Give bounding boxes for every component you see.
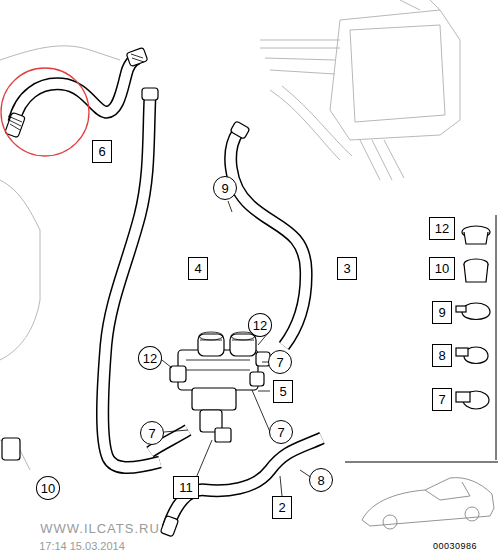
callout-number: 6 [92,140,112,163]
callout-number: 7 [140,421,164,445]
callout-number: 12 [248,313,272,337]
callout-number: 12 [138,346,162,370]
callout-number: 7 [269,420,293,444]
callout-number: 10 [429,257,455,280]
callout-number: 2 [272,496,292,519]
callout-number: 8 [309,468,333,492]
callout-number: 10 [36,476,60,500]
callout-number: 3 [337,257,357,280]
callout-number: 4 [188,257,208,280]
callout-number: 5 [273,380,293,403]
callout-number: 7 [268,350,292,374]
callout-number: 9 [213,176,237,200]
callout-number: 7 [432,388,452,411]
callout-number: 12 [429,217,455,240]
callout-number: 8 [432,344,452,367]
watermark: WWW.ILCATS.RU [40,522,160,535]
callout-number: 9 [432,301,452,324]
drawing-code: 00030986 [433,542,477,551]
timestamp: 17:14 15.03.2014 [39,541,125,552]
callout-number: 11 [173,476,199,499]
